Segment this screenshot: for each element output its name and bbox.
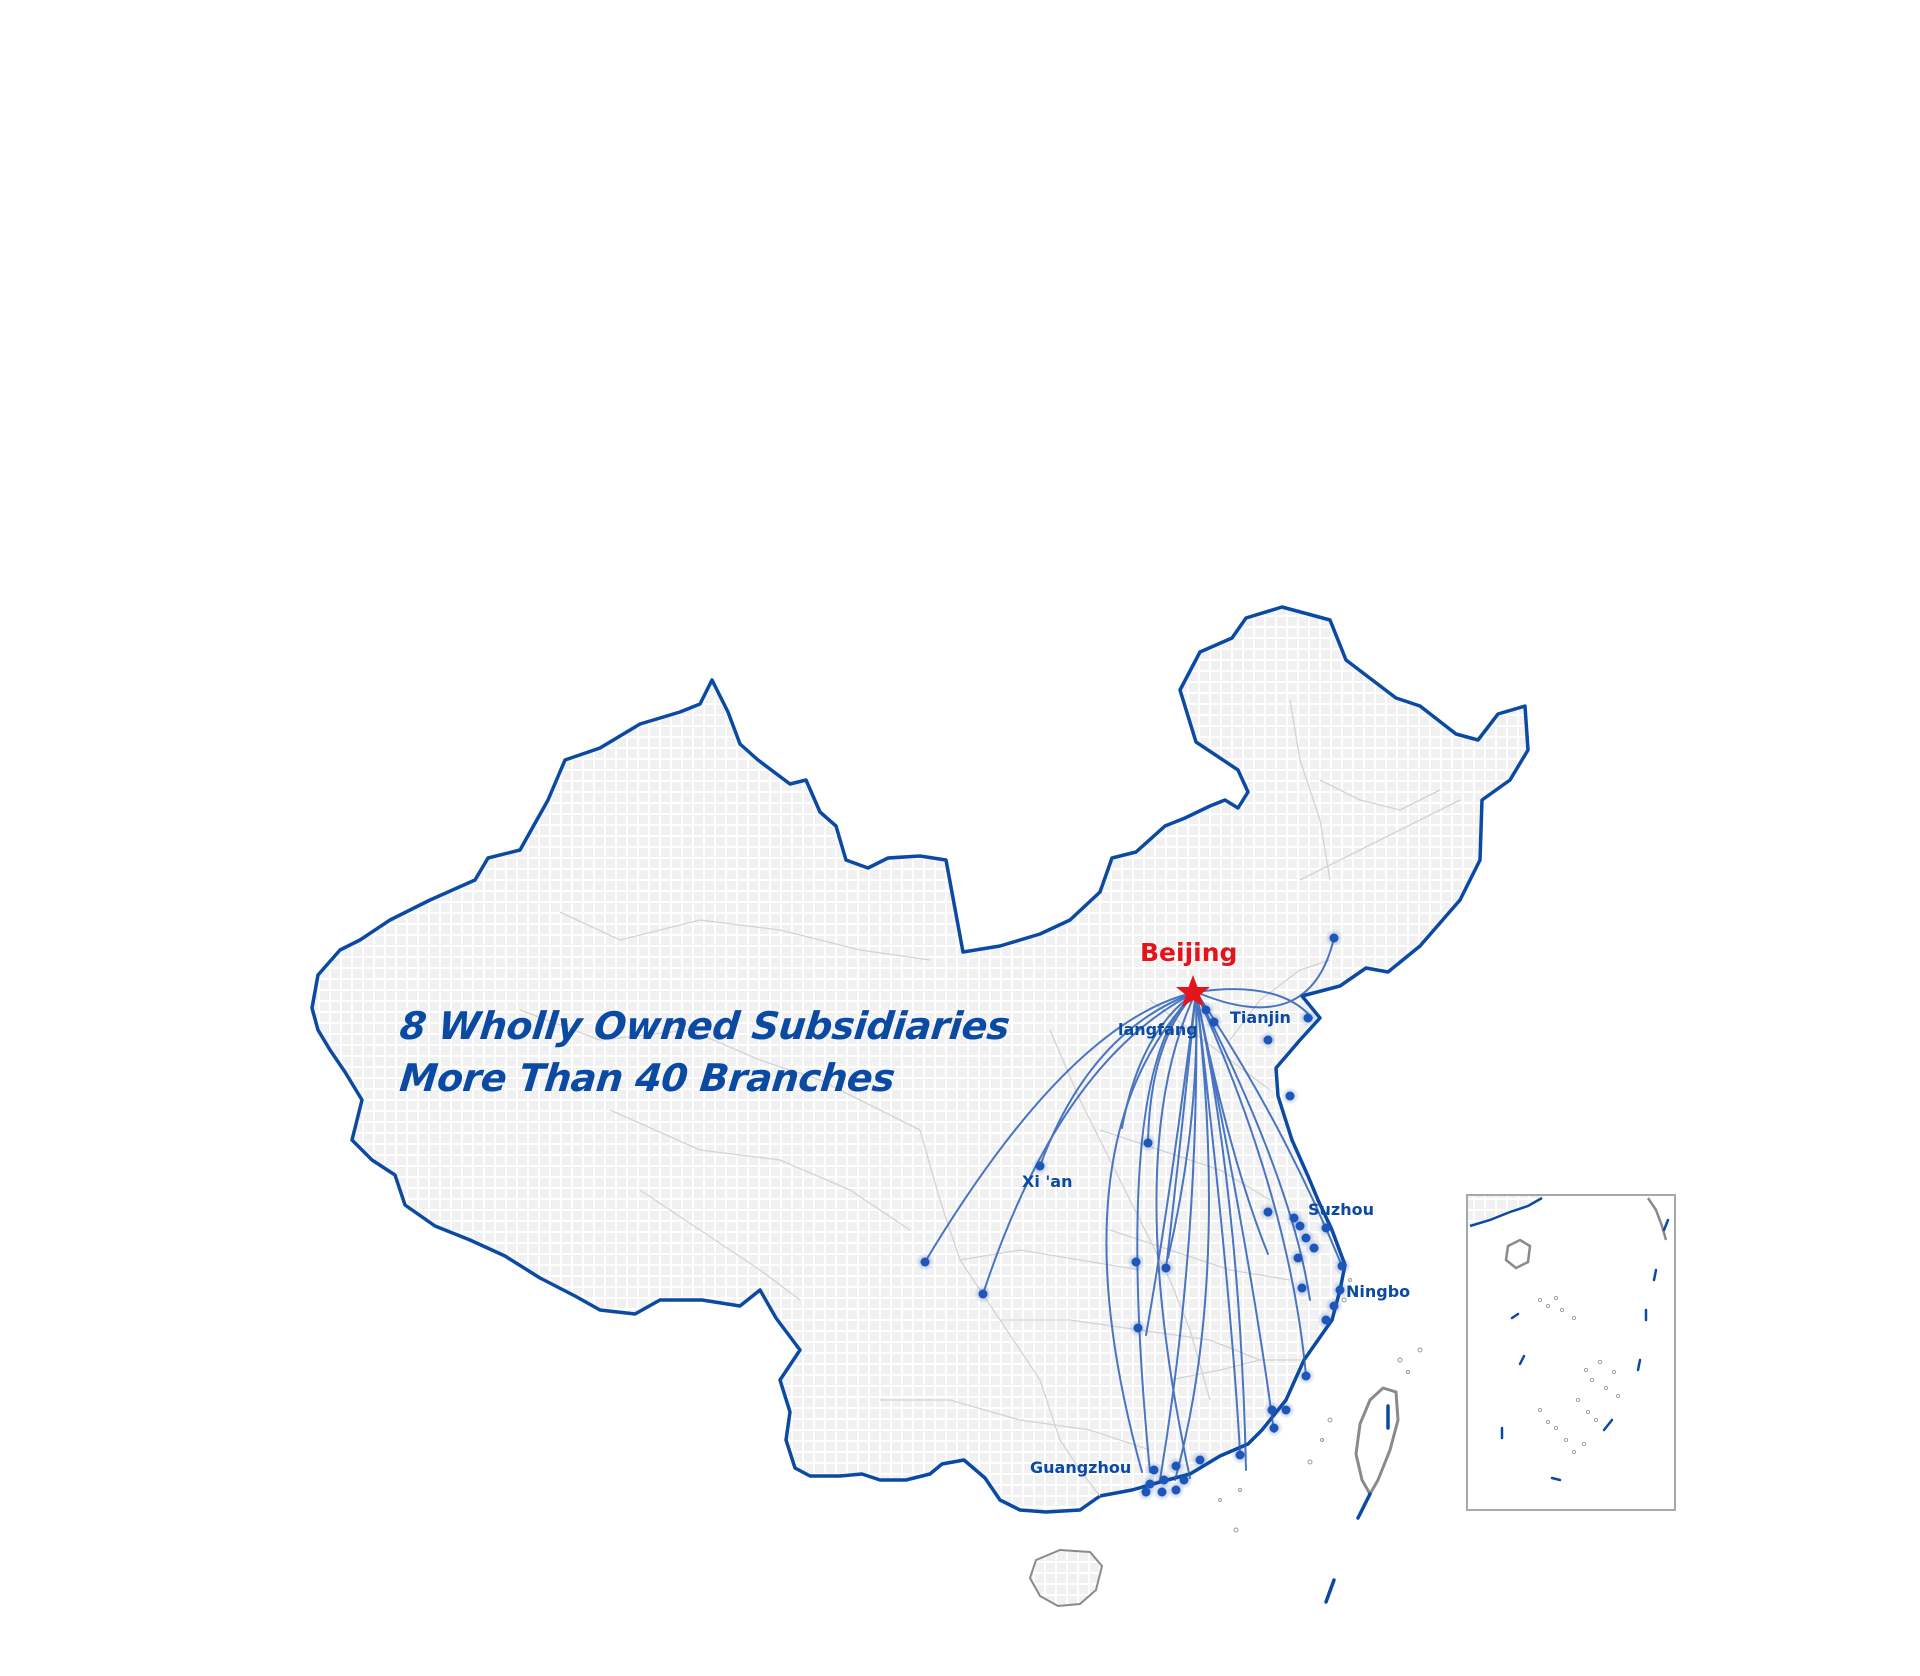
branch-routes — [924, 937, 1343, 1481]
branch-dot — [1329, 1301, 1339, 1311]
route-line — [1039, 991, 1197, 1167]
branch-dot — [1321, 1223, 1331, 1233]
headline: 8 Wholly Owned Subsidiaries More Than 40… — [397, 1000, 1012, 1104]
headline-line-2: More Than 40 Branches — [397, 1056, 897, 1100]
branch-dot — [1171, 1461, 1181, 1471]
branch-dot — [1157, 1487, 1167, 1497]
branch-dot — [1201, 1005, 1211, 1015]
route-line — [1174, 991, 1210, 1481]
beijing-label: Beijing — [1140, 938, 1238, 967]
branch-dot — [1159, 1475, 1169, 1485]
branch-dot — [1263, 1035, 1273, 1045]
star-icon — [1176, 975, 1210, 1007]
branch-dot — [1179, 1475, 1189, 1485]
route-line — [1195, 991, 1241, 1453]
south-china-sea-inset — [1466, 1194, 1676, 1511]
branch-dot — [1171, 1485, 1181, 1495]
branch-dot — [1321, 1315, 1331, 1325]
route-line — [1145, 991, 1197, 1336]
branch-dot — [1309, 1243, 1319, 1253]
branch-dot — [1209, 1017, 1219, 1027]
hainan-island — [1028, 1548, 1104, 1608]
branch-dot — [978, 1289, 988, 1299]
branch-dot — [1269, 1423, 1279, 1433]
branch-dot — [1149, 1465, 1159, 1475]
branch-dot — [1281, 1405, 1291, 1415]
branch-dot — [1133, 1323, 1143, 1333]
china-mainland-outline — [310, 605, 1530, 1514]
headline-line-1: 8 Wholly Owned Subsidiaries — [397, 1004, 1012, 1048]
route-line — [1195, 991, 1247, 1471]
route-line — [1195, 991, 1311, 1301]
langfang-label: langfang — [1118, 1020, 1198, 1039]
route-line — [1195, 937, 1335, 1009]
branch-dot — [1267, 1405, 1277, 1415]
branch-dot — [1297, 1283, 1307, 1293]
route-line — [1195, 991, 1307, 1377]
branch-dot — [1263, 1207, 1273, 1217]
route-line — [1159, 991, 1198, 1481]
branch-dot — [1301, 1233, 1311, 1243]
branch-dot — [1195, 1455, 1205, 1465]
branch-dot — [1301, 1371, 1311, 1381]
branch-dot — [1293, 1253, 1303, 1263]
branch-dot — [1035, 1161, 1045, 1171]
branch-dot — [1143, 1138, 1153, 1148]
branch-dot — [1337, 1261, 1347, 1271]
route-line — [1105, 991, 1197, 1473]
nine-dash-line — [1324, 1404, 1390, 1604]
branch-dot — [920, 1257, 930, 1267]
suzhou-label: Suzhou — [1308, 1200, 1374, 1219]
branch-dots — [916, 929, 1351, 1501]
ningbo-label: Ningbo — [1346, 1282, 1411, 1301]
taiwan-island — [1354, 1386, 1400, 1498]
guangzhou-label: Guangzhou — [1030, 1458, 1132, 1477]
tianjin-label: Tianjin — [1230, 1008, 1291, 1027]
xian-label: Xi 'an — [1022, 1172, 1073, 1191]
branch-dot — [1131, 1257, 1141, 1267]
branch-dot — [1329, 933, 1339, 943]
branch-dot — [1141, 1487, 1151, 1497]
branch-dot — [1335, 1285, 1345, 1295]
branch-dot — [1285, 1091, 1295, 1101]
branch-dot — [1295, 1221, 1305, 1231]
branch-dot — [1303, 1013, 1313, 1023]
branch-dot — [1235, 1450, 1245, 1460]
route-line — [924, 991, 1197, 1263]
route-line — [982, 991, 1197, 1295]
branch-dot — [1161, 1263, 1171, 1273]
